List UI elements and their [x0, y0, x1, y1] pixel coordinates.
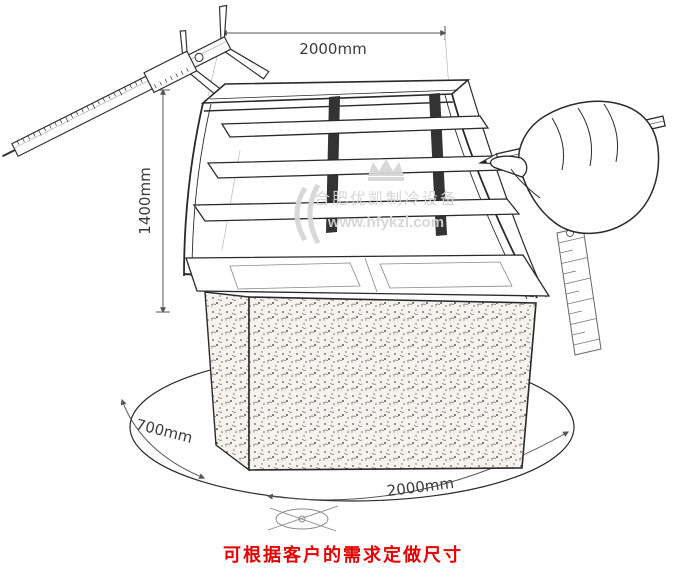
caliper-fixed-jaw-upper — [218, 4, 228, 40]
customization-caption: 可根据客户的需求定做尺寸 — [223, 544, 463, 565]
hand-fist — [518, 100, 660, 235]
caliper-fixed-jaw-lower — [224, 48, 270, 80]
compass-sketch — [267, 505, 339, 532]
curved-glass-left-edge — [183, 102, 204, 277]
left-dimension: 1400mm — [136, 88, 170, 314]
index-finger — [489, 155, 528, 178]
base-front-face — [248, 296, 537, 471]
watermark-emblem — [294, 186, 308, 242]
watermark-url: www.hfykzl.com — [327, 214, 444, 231]
caliper-thumb-screw — [194, 52, 204, 62]
shelf-3 — [192, 198, 521, 222]
knuckle-line-2 — [577, 107, 592, 167]
display-cabinet — [183, 79, 551, 472]
knuckle-line-3 — [603, 103, 618, 163]
depth-dimension-arc — [120, 398, 206, 479]
top-width-dimension-label: 2000mm — [299, 40, 366, 58]
vernier-caliper — [2, 4, 270, 158]
deck-tray-left — [229, 262, 361, 290]
pencil-lead — [480, 160, 487, 164]
hand-with-pencil — [489, 100, 660, 235]
watermark-company: 合肥优凯制冷设备 — [314, 190, 458, 208]
base-deck — [185, 254, 551, 297]
caliper-sliding-jaw-upper — [179, 29, 188, 55]
caliper-vernier-slider — [143, 50, 198, 94]
deck-tray-right — [379, 261, 513, 289]
knuckle-line-1 — [551, 117, 565, 171]
thumb-line — [510, 168, 541, 199]
watermark: 合肥优凯制冷设备 www.hfykzl.com — [294, 159, 458, 245]
shelf-1 — [220, 115, 490, 138]
canopy-front-bar — [203, 101, 454, 112]
ruler-ticks — [558, 236, 600, 346]
height-dimension-label: 1400mm — [136, 167, 154, 234]
watermark-crown-icon — [368, 159, 404, 176]
bottom-width-dimension-arc — [266, 431, 570, 501]
